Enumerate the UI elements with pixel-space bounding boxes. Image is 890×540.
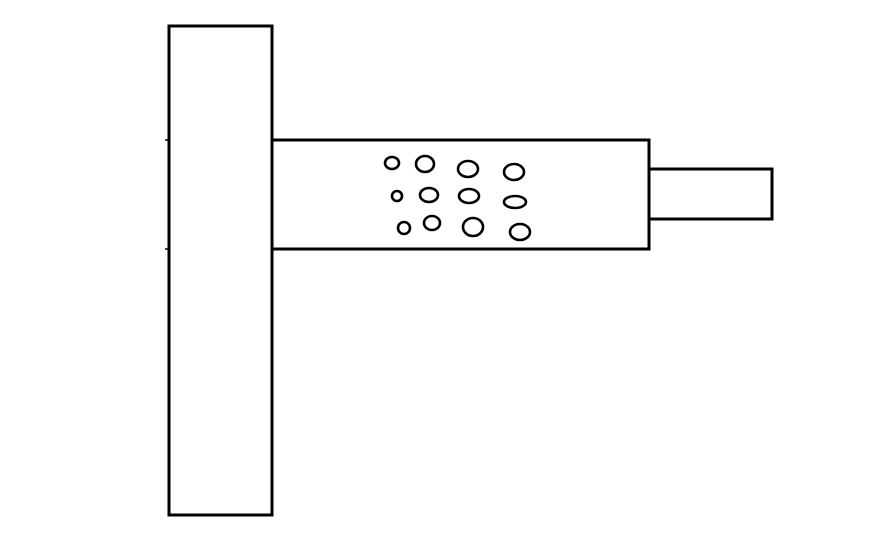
hole [414, 154, 436, 174]
hole [508, 222, 532, 242]
hole [422, 214, 442, 232]
hole-pattern [383, 154, 532, 242]
hole [502, 162, 526, 182]
hole [383, 155, 401, 171]
hole [461, 216, 485, 238]
arm-end-tab [647, 167, 774, 221]
hole [418, 186, 440, 204]
hole [390, 189, 404, 203]
hole [502, 194, 528, 210]
hole [457, 187, 481, 205]
hole [396, 220, 412, 236]
hole [456, 159, 480, 179]
vertical-plate [167, 24, 274, 517]
